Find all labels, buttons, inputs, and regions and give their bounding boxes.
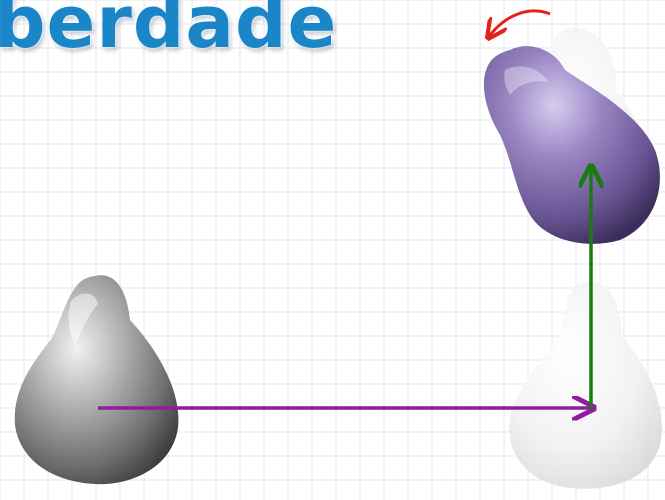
pear-original-gray	[14, 275, 179, 485]
pear-rotated-purple	[483, 46, 660, 244]
pear-original-highlight	[68, 293, 98, 345]
page-title: berdade	[0, 0, 338, 64]
pear-rotated-highlight	[504, 66, 548, 95]
rotation-arrow	[488, 9, 551, 38]
pear-ghost-bottom	[509, 281, 662, 489]
